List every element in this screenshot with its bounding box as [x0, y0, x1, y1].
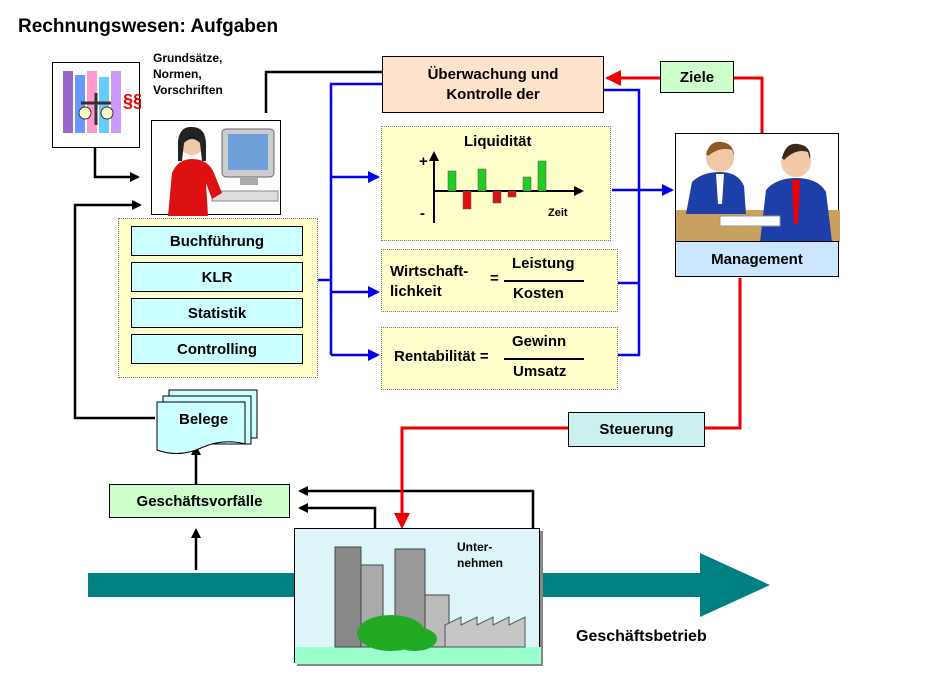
rentabilitaet-denominator: Umsatz	[513, 363, 567, 380]
management-label[interactable]: Management	[675, 241, 839, 277]
liq-bar	[537, 160, 547, 192]
unternehmen-clipart: Unter- nehmen	[294, 528, 541, 664]
liq-bar	[447, 170, 457, 192]
task-klr[interactable]: KLR	[131, 262, 303, 292]
accountant-clipart	[151, 120, 281, 216]
svg-text:§§: §§	[123, 91, 141, 111]
rentabilitaet-label: Rentabilität =	[394, 348, 489, 365]
liquiditaet-box[interactable]: Liquidität + - Zeit	[381, 126, 611, 241]
wirtschaftlichkeit-numerator: Leistung	[512, 255, 575, 272]
ueberwachung-box[interactable]: Überwachung und Kontrolle der	[382, 56, 604, 113]
arrow-unternehmen-to-vorfaelle-2	[298, 486, 535, 528]
blue-distribution-lines	[318, 82, 674, 361]
task-statistik[interactable]: Statistik	[131, 298, 303, 328]
task-controlling[interactable]: Controlling	[131, 334, 303, 364]
arrow-unternehmen-to-vorfaelle-1	[298, 503, 377, 528]
managers-meeting-icon	[676, 141, 840, 242]
liquiditaet-chart	[429, 151, 584, 223]
geschaeftsbetrieb-label: Geschäftsbetrieb	[576, 628, 707, 645]
ziele-box[interactable]: Ziele	[660, 61, 734, 93]
ueberwachung-line1: Überwachung und	[427, 65, 559, 83]
wirtschaftlichkeit-box[interactable]: Wirtschaft- lichkeit = Leistung Kosten	[381, 249, 618, 312]
liq-bar	[477, 168, 487, 192]
grundsaetze-label: Grundsätze, Normen, Vorschriften	[153, 51, 223, 97]
liq-bar	[522, 176, 532, 192]
company-buildings-icon	[295, 546, 541, 664]
geschaeftsvorfaelle-box[interactable]: Geschäftsvorfälle	[109, 484, 290, 518]
wirtschaftlichkeit-fraction-bar	[504, 280, 584, 282]
arrow-grundsaetze-to-person	[93, 148, 140, 182]
task-buchfuehrung[interactable]: Buchführung	[131, 226, 303, 256]
law-books-clipart: §§	[52, 62, 141, 148]
unternehmen-label: Unter- nehmen	[457, 540, 504, 570]
red-control-lines	[394, 70, 764, 529]
rentabilitaet-box[interactable]: Rentabilität = Gewinn Umsatz	[381, 327, 618, 390]
belege-label: Belege	[179, 411, 229, 428]
wirtschaftlichkeit-denominator: Kosten	[513, 285, 564, 302]
rentabilitaet-fraction-bar	[504, 358, 584, 360]
liq-bar	[492, 190, 502, 204]
wirtschaftlichkeit-eq: =	[490, 270, 499, 287]
person-computer-icon	[168, 126, 279, 216]
law-books-icon: §§	[63, 71, 141, 133]
liq-bar	[462, 190, 472, 210]
steuerung-box[interactable]: Steuerung	[568, 412, 705, 447]
wirtschaftlichkeit-label: Wirtschaft- lichkeit	[390, 263, 469, 300]
management-clipart	[675, 133, 840, 242]
arrow-belege-to-person	[73, 200, 155, 420]
page-title: Rechnungswesen: Aufgaben	[18, 16, 279, 37]
liq-bar	[507, 190, 517, 198]
liquiditaet-minus: -	[420, 205, 425, 222]
line-person-to-ueberwachung	[264, 70, 383, 113]
liquiditaet-title: Liquidität	[464, 133, 532, 150]
liquiditaet-plus: +	[419, 153, 428, 170]
belege-docs[interactable]: Belege	[155, 388, 265, 458]
ueberwachung-line2: Kontrolle der	[446, 85, 540, 103]
documents-icon	[156, 389, 258, 454]
liquiditaet-axis-label: Zeit	[548, 207, 568, 219]
rentabilitaet-numerator: Gewinn	[512, 333, 567, 350]
